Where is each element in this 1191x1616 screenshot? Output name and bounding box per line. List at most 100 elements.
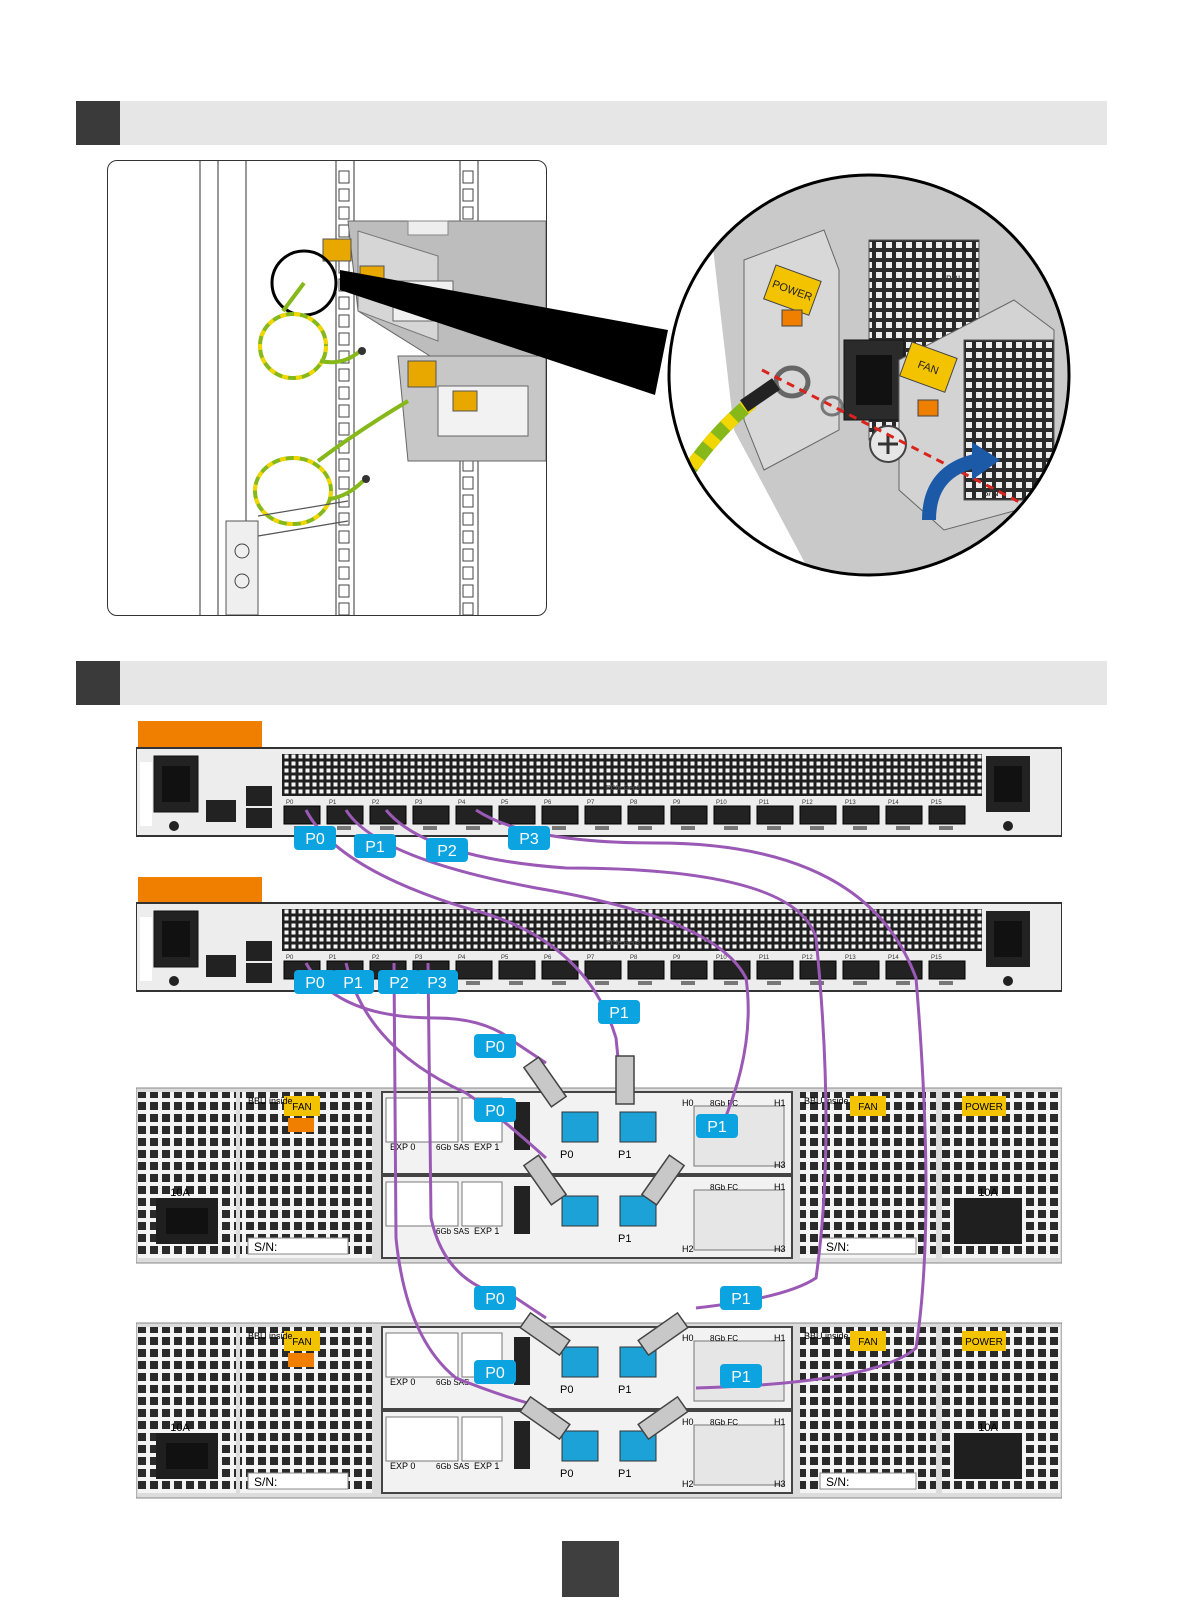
switch-port [842,960,880,980]
switch-port-label: P12 [802,955,813,961]
svg-text:H3: H3 [774,1160,786,1170]
cable-label-box [474,1360,516,1384]
enc1-bbu-left: BBU inside [248,1096,293,1106]
svg-text:8Gb FC: 8Gb FC [710,1334,738,1343]
svg-text:EXP 1: EXP 1 [474,1226,499,1236]
sn-label-zoom: S/N [982,488,999,499]
svg-text:H2: H2 [682,1244,694,1254]
enc1-sn-right: S/N: [826,1240,849,1254]
step-2-header-bar [76,661,1107,705]
cable-label-box [598,1000,640,1024]
switch-port [713,805,751,825]
switch-port [799,805,837,825]
cable-label: P2 [389,975,409,992]
switch-port-label: P8 [630,955,638,961]
svg-text:EXP 0: EXP 0 [390,1461,415,1471]
switch-port-label: P4 [458,955,466,961]
cable-label: P0 [485,1039,505,1056]
enc2-power-right: POWER [965,1337,1003,1348]
step-1-number-block [76,101,120,145]
switch-port-label: P11 [759,955,770,961]
switch-port [412,805,450,825]
enc1-sn-left: S/N: [254,1240,277,1254]
switch-port-label: P4 [458,800,466,806]
svg-text:EXP 0: EXP 0 [390,1377,415,1387]
cable-label: P0 [485,1103,505,1120]
switch-port-label: P2 [372,955,380,961]
switch-port-label: P0 [286,955,294,961]
switch-port [756,805,794,825]
switch-port-label: P1 [329,800,337,806]
switch-port-label: P11 [759,800,770,806]
cable-label: P0 [305,831,325,848]
svg-text:8Gb FC: 8Gb FC [710,1418,738,1427]
switch-port-label: P5 [501,955,509,961]
page-number-marker [562,1541,619,1597]
switch-port-label: P14 [888,955,899,961]
cable-connectors [519,1055,689,1441]
switch-port-label: P1 [329,955,337,961]
svg-text:6Gb SAS: 6Gb SAS [436,1143,469,1152]
cable-label: P1 [609,1005,629,1022]
storage-enclosure-2: FAN BBU inside 10A S/N: EXP 0 6Gb SAS P0… [136,1322,1062,1499]
switch-port-label: P15 [931,800,942,806]
switch-port-label: P7 [587,955,595,961]
svg-text:6Gb SAS: 6Gb SAS [436,1462,469,1471]
switch-2-tag [138,877,262,903]
switch-port [756,960,794,980]
switch-port-label: P14 [888,800,899,806]
step-1-header-bar [76,101,1107,145]
switch-port-label: P2 [372,800,380,806]
svg-text:P1: P1 [618,1149,631,1161]
svg-text:P0: P0 [560,1384,573,1396]
cable-label-box [332,970,374,994]
cable-label-box [416,970,458,994]
switch-port [498,960,536,980]
switch-port-label: P8 [630,800,638,806]
switch-port [885,805,923,825]
switch-port-label: P9 [673,800,681,806]
cable-label-box [696,1114,738,1138]
svg-text:H3: H3 [774,1479,786,1489]
svg-text:H0: H0 [682,1333,694,1343]
switch-port [842,805,880,825]
cable-label-box [720,1364,762,1388]
enc2-bbu-right: BBU inside [804,1331,849,1341]
cable-label: P0 [485,1291,505,1308]
cable-label-box [508,826,550,850]
switch-port-label: P3 [415,800,423,806]
switch-port [885,960,923,980]
cable-label: P1 [707,1119,727,1136]
switch-port [670,805,708,825]
svg-text:H2: H2 [682,1479,694,1489]
switch-port [627,960,665,980]
switch-port-label: P6 [544,800,552,806]
switch-port [928,805,966,825]
enc1-fuse-right: 10A [978,1187,998,1199]
switch-port [455,960,493,980]
switch-port [541,805,579,825]
svg-text:P0: P0 [560,1149,573,1161]
switch-port [670,960,708,980]
enc2-sn-right: S/N: [826,1475,849,1489]
pcie-gen2-label: PCIe Gen2 [606,785,641,792]
cable-label-box [720,1286,762,1310]
svg-text:8Gb FC: 8Gb FC [710,1183,738,1192]
zoom-callout-wedge [340,270,668,395]
svg-text:P0: P0 [560,1468,573,1480]
cable-label: P0 [305,975,325,992]
svg-text:P1: P1 [618,1384,631,1396]
svg-text:6Gb SAS: 6Gb SAS [436,1378,469,1387]
cable-label-box [378,970,420,994]
cable-label: P2 [437,843,457,860]
switch-port [498,805,536,825]
cable-label: P1 [731,1369,751,1386]
cable-label-box [354,834,396,858]
cable-label: P3 [519,831,539,848]
step-2-number-block [76,661,120,705]
svg-text:EXP 0: EXP 0 [390,1142,415,1152]
svg-text:H0: H0 [682,1098,694,1108]
